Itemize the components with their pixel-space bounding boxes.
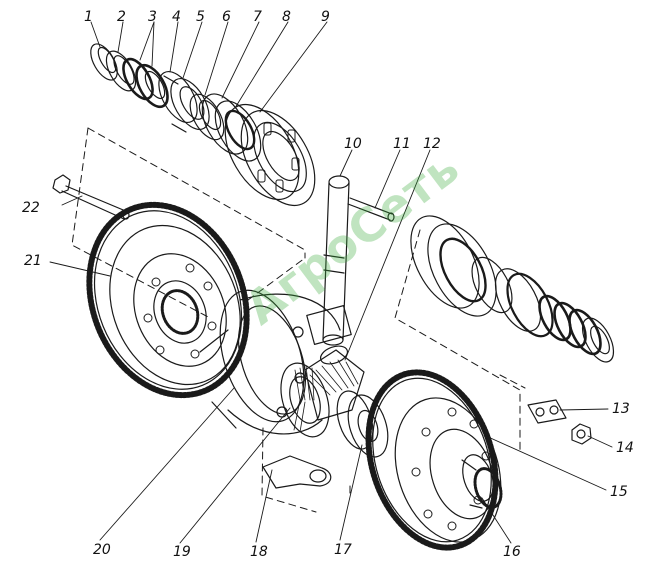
callout-16: 16 xyxy=(503,544,521,560)
part-17-thrust-washer xyxy=(336,390,389,458)
leader-lines xyxy=(49,21,613,544)
part-2-shim xyxy=(105,50,137,92)
assembly-outline-top xyxy=(71,127,306,319)
part-13-lock-washer xyxy=(527,399,567,424)
assembly-outline-right xyxy=(394,229,526,453)
callout-7: 7 xyxy=(253,9,262,25)
part-10-cross-pin xyxy=(306,175,352,346)
part-18-lock-plate xyxy=(262,455,332,489)
callout-11: 11 xyxy=(393,136,411,152)
callout-4: 4 xyxy=(172,9,181,25)
part-3-rings xyxy=(122,57,169,109)
callout-13: 13 xyxy=(612,401,630,417)
part-7-8-bearing xyxy=(201,93,262,162)
callout-14: 14 xyxy=(616,440,634,456)
assembly-outline-bottom xyxy=(261,427,351,513)
callout-15: 15 xyxy=(610,484,628,500)
part-16-splined-shaft xyxy=(461,454,503,509)
part-19-side-gear xyxy=(280,362,330,438)
callout-5: 5 xyxy=(196,9,205,25)
part-22-bolt xyxy=(52,174,130,220)
callout-3: 3 xyxy=(148,9,157,25)
part-15-driven-gear xyxy=(365,369,502,551)
callout-21: 21 xyxy=(24,253,42,269)
part-21-large-gear xyxy=(86,201,250,399)
callout-20: 20 xyxy=(93,542,111,558)
part-1-snap-ring xyxy=(90,43,118,81)
part-9-roller-bearing xyxy=(224,103,316,207)
callout-22: 22 xyxy=(22,200,40,216)
part-11-locking-pin xyxy=(347,197,395,222)
callout-2: 2 xyxy=(117,9,126,25)
callout-6: 6 xyxy=(222,9,231,25)
callout-12: 12 xyxy=(423,136,441,152)
callout-1: 1 xyxy=(84,9,93,25)
callout-19: 19 xyxy=(173,544,191,560)
callout-10: 10 xyxy=(344,136,362,152)
right-bearing-stack xyxy=(410,215,615,363)
part-4-5-bearing-cup xyxy=(158,71,210,133)
part-14-nut xyxy=(571,423,592,445)
callout-8: 8 xyxy=(282,9,291,25)
callout-9: 9 xyxy=(321,9,330,25)
callout-17: 17 xyxy=(334,542,352,558)
callout-18: 18 xyxy=(250,544,268,560)
part-12-pinion-gear xyxy=(304,345,365,421)
